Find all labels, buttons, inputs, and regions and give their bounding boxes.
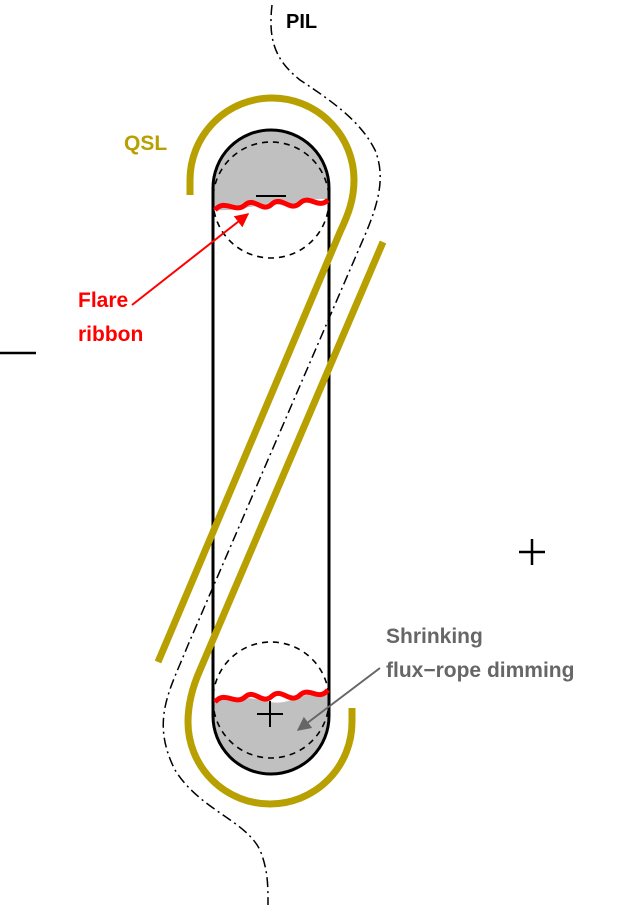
pil-line bbox=[162, 4, 381, 906]
qsl-top-hook bbox=[154, 94, 358, 664]
bottom-footpoint-plus bbox=[257, 701, 283, 727]
top-flare-ribbon bbox=[213, 197, 330, 212]
plus-polarity-sign bbox=[519, 539, 545, 565]
bottom-footpoint-region bbox=[213, 691, 329, 774]
flux-rope-outline bbox=[211, 128, 331, 776]
qsl-bottom-hook bbox=[184, 240, 387, 808]
bottom-flare-ribbon bbox=[213, 688, 330, 704]
dimming-arrow bbox=[296, 667, 381, 731]
flare-ribbon-label-line1: Flare bbox=[78, 289, 128, 312]
flare-ribbon-label-line2: ribbon bbox=[78, 323, 143, 346]
flare-ribbon-arrow bbox=[131, 213, 250, 306]
dimming-label-line1: Shrinking bbox=[386, 625, 483, 648]
top-footpoint-region bbox=[213, 130, 329, 211]
dimming-label-line2: flux−rope dimming bbox=[386, 659, 574, 682]
qsl-label: QSL bbox=[124, 132, 167, 155]
pil-label: PIL bbox=[286, 11, 317, 33]
